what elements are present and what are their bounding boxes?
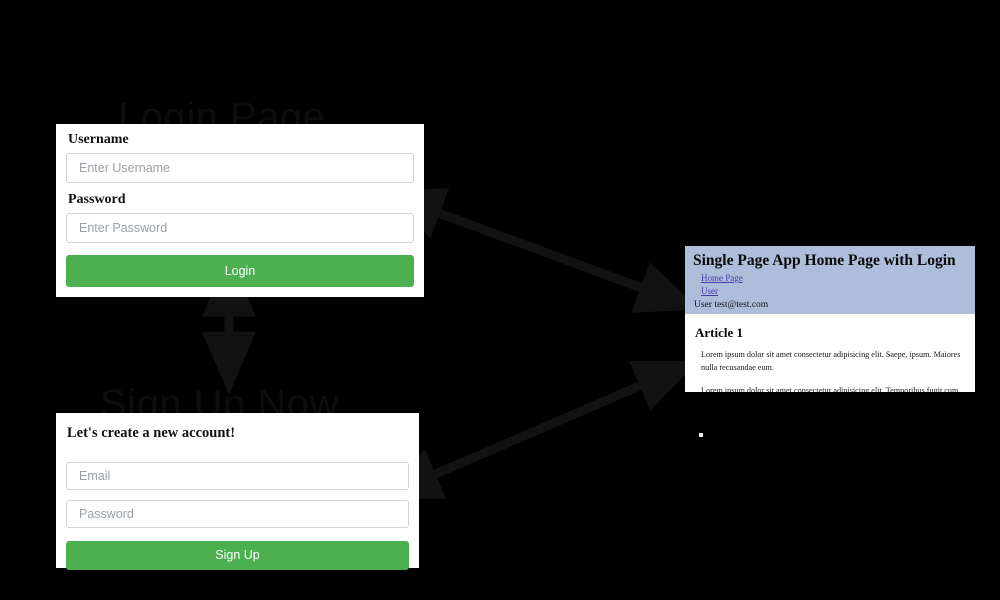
signup-password-input[interactable]: [66, 500, 409, 528]
password-input[interactable]: [66, 213, 414, 243]
arrow-login-to-spa: [380, 188, 700, 313]
article-paragraph: Lorem ipsum dolor sit amet consectetur a…: [701, 350, 961, 372]
spa-home-panel: Single Page App Home Page with Login Hom…: [685, 246, 975, 392]
spa-page-title: Single Page App Home Page with Login: [693, 252, 956, 269]
nav-link-home-page[interactable]: Home Page: [701, 273, 743, 283]
nav-link-user[interactable]: User: [701, 286, 718, 296]
arrow-signup-to-spa: [377, 361, 698, 499]
spa-body: Article 1 Lorem ipsum dolor sit amet con…: [685, 314, 975, 392]
login-card: Username Password Login: [56, 124, 424, 297]
username-label: Username: [68, 132, 129, 147]
stray-mark: [699, 433, 703, 437]
article-heading: Article 1: [695, 325, 744, 340]
article-paragraph: Lorem ipsum dolor sit amet consectetur a…: [701, 386, 959, 392]
login-button[interactable]: Login: [66, 255, 414, 287]
signup-subtitle: Let's create a new account!: [67, 425, 236, 441]
spa-header: Single Page App Home Page with Login Hom…: [685, 246, 975, 314]
signup-card: Let's create a new account! Sign Up: [56, 413, 419, 570]
logged-in-user-label: User test@test.com: [694, 300, 769, 310]
username-input[interactable]: [66, 153, 414, 183]
password-label: Password: [68, 192, 126, 207]
signup-button[interactable]: Sign Up: [66, 541, 409, 570]
email-input[interactable]: [66, 462, 409, 490]
